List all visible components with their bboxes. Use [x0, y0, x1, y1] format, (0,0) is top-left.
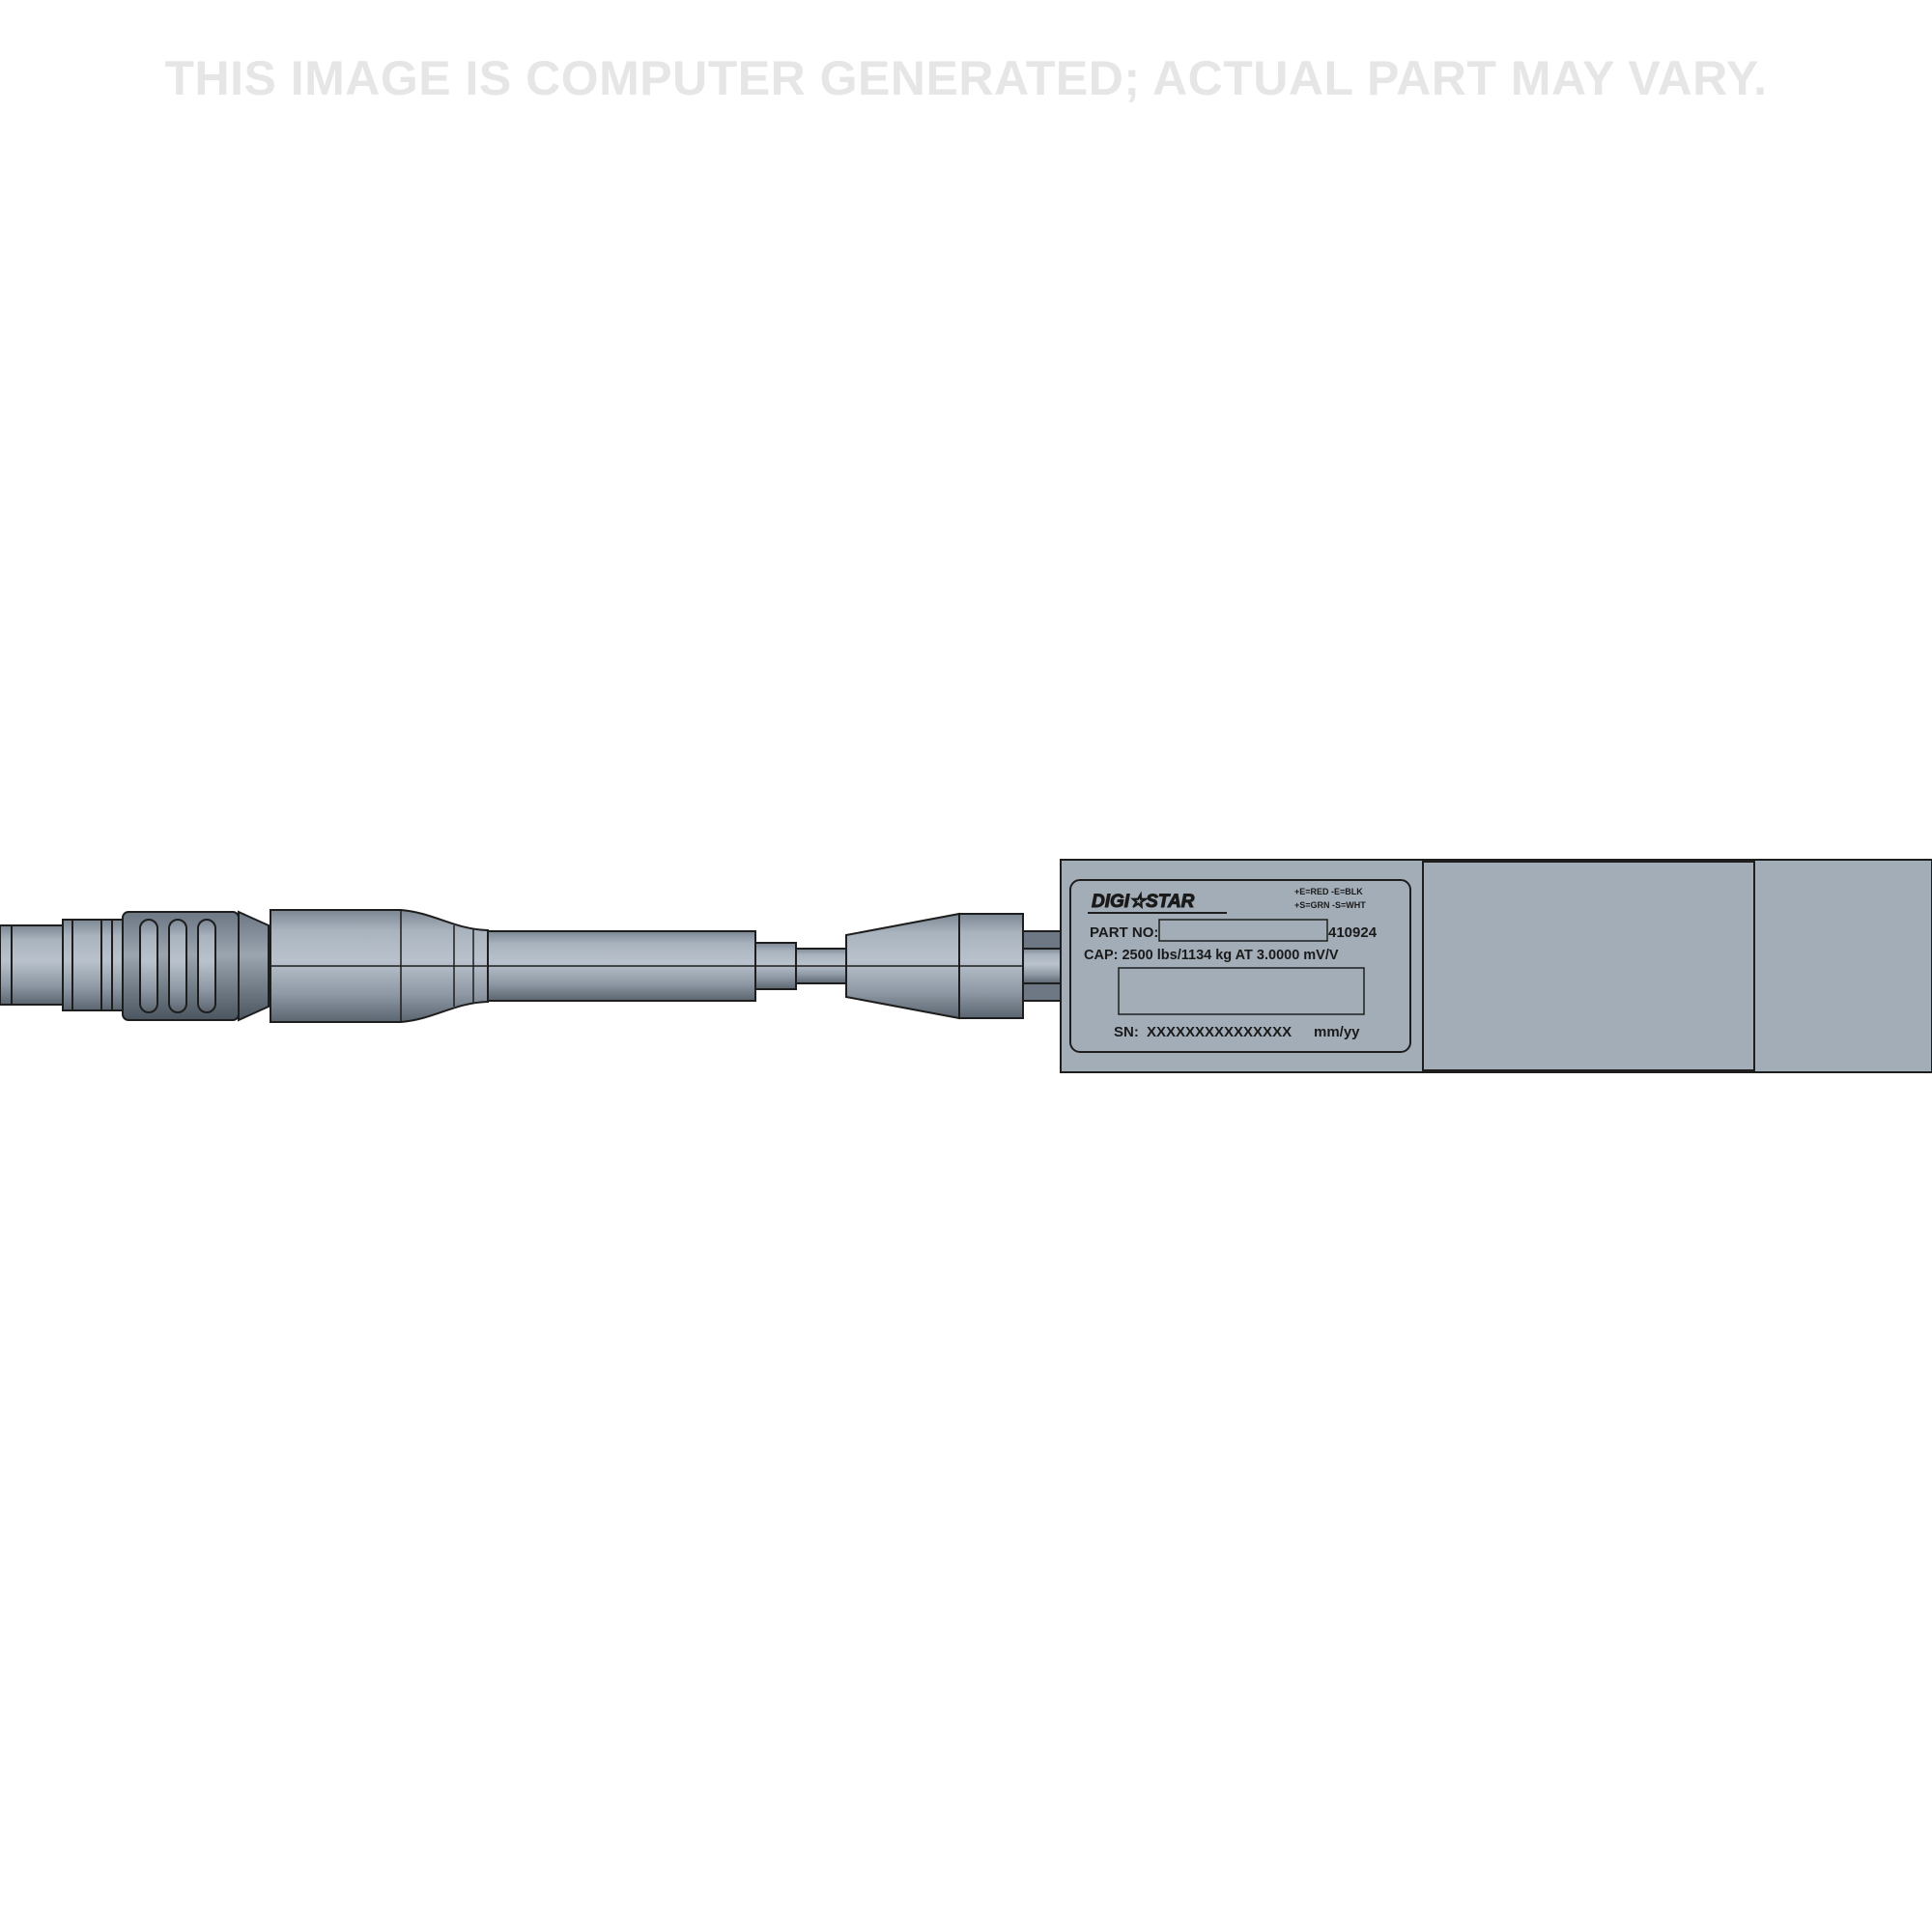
strain-relief [270, 909, 489, 1023]
coupling-nut [122, 910, 270, 1022]
load-cell-body [1060, 859, 1932, 1073]
part-no-label: PART NO: [1090, 924, 1158, 941]
part-no-value: 410924 [1328, 924, 1378, 941]
serial-number: XXXXXXXXXXXXXXX [1147, 1024, 1292, 1040]
serial-label: SN: [1114, 1024, 1139, 1040]
connector-plug [0, 919, 124, 1011]
wiring-code-line-1: +E=RED -E=BLK [1294, 887, 1363, 896]
part-no-box [1158, 919, 1328, 942]
capacity-text: CAP: 2500 lbs/1134 kg AT 3.0000 mV/V [1084, 948, 1339, 963]
disclaimer-watermark: THIS IMAGE IS COMPUTER GENERATED; ACTUAL… [164, 51, 1768, 105]
cable-gland [845, 912, 1062, 1020]
label-plate: DIGI☆STAR +E=RED -E=BLK +S=GRN -S=WHT PA… [1069, 879, 1411, 1053]
date-code: mm/yy [1314, 1024, 1360, 1040]
wiring-code-line-2: +S=GRN -S=WHT [1294, 900, 1366, 910]
brand-logo: DIGI☆STAR [1092, 892, 1195, 912]
barcode-box [1118, 967, 1365, 1015]
cable [487, 930, 847, 1002]
